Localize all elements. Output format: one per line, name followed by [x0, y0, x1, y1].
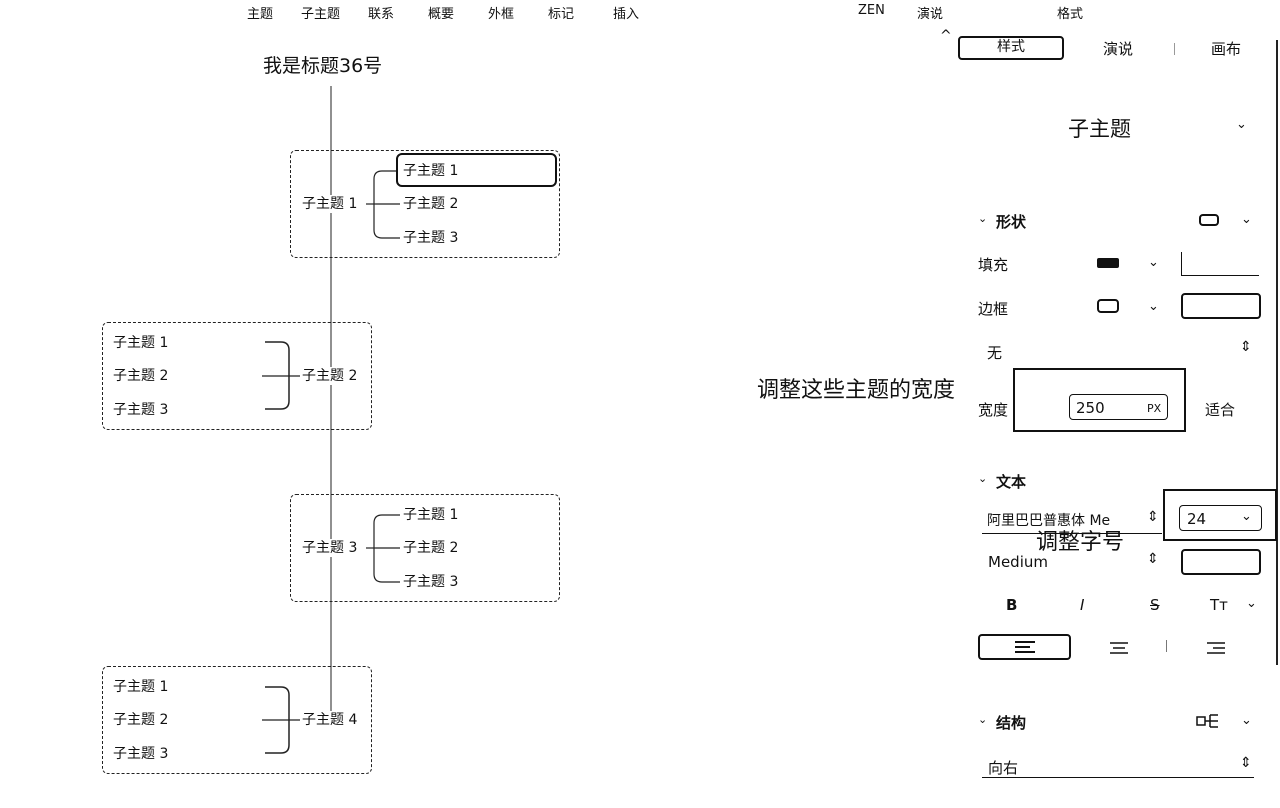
font-family-select[interactable]: 阿里巴巴普惠体 Me	[987, 513, 1111, 529]
structure-direction-underline	[982, 777, 1254, 778]
tab-divider	[1174, 43, 1175, 55]
align-divider	[1166, 640, 1167, 652]
toolbar-subtopic[interactable]: 子主题	[301, 7, 341, 22]
border-dropdown-icon[interactable]: ⌄	[1148, 299, 1159, 314]
font-size-highlight-box	[1163, 489, 1277, 541]
toolbar-marker[interactable]: 标记	[548, 7, 575, 22]
subtopic-1-1[interactable]: 子主题 1	[403, 162, 459, 180]
subtopic-2-3[interactable]: 子主题 3	[113, 401, 169, 419]
toolbar-insert[interactable]: 插入	[613, 7, 640, 22]
tab-style[interactable]: 样式	[958, 36, 1064, 60]
collapse-panel-icon[interactable]: ^	[940, 28, 952, 44]
subtopic-4-1[interactable]: 子主题 1	[113, 678, 169, 696]
border-color-swatch[interactable]	[1181, 293, 1261, 319]
boundary-group-2[interactable]	[102, 322, 372, 430]
border-style-select[interactable]: 无	[987, 344, 1003, 362]
shape-dropdown-icon[interactable]: ⌄	[1241, 212, 1252, 227]
panel-scrollbar[interactable]	[1276, 40, 1278, 665]
text-case-button[interactable]: Tт	[1210, 596, 1228, 614]
align-center-icon[interactable]	[1108, 640, 1130, 656]
shape-collapse-icon[interactable]: ⌄	[978, 212, 988, 225]
fill-color-icon[interactable]	[1097, 258, 1119, 268]
bold-button[interactable]: B	[1006, 596, 1018, 614]
tab-pitch[interactable]: 演说	[1103, 40, 1134, 58]
structure-collapse-icon[interactable]: ⌄	[978, 713, 988, 726]
toolbar-summary[interactable]: 概要	[428, 7, 455, 22]
main-topic-4[interactable]: 子主题 4	[302, 711, 358, 729]
fill-dropdown-icon[interactable]: ⌄	[1148, 255, 1159, 270]
align-left-button[interactable]	[978, 634, 1071, 660]
subtopic-4-2[interactable]: 子主题 2	[113, 711, 169, 729]
align-right-icon[interactable]	[1205, 640, 1227, 656]
font-size-dropdown-icon[interactable]: ⌄	[1241, 509, 1252, 524]
topic-type-label[interactable]: 子主题	[1068, 117, 1131, 141]
subtopic-1-3[interactable]: 子主题 3	[403, 229, 459, 247]
align-left-icon	[1015, 641, 1035, 653]
font-family-stepper-icon[interactable]: ⇕	[1147, 509, 1159, 525]
border-label: 边框	[978, 300, 1009, 318]
width-unit: PX	[1147, 402, 1162, 415]
border-shape-icon[interactable]	[1097, 299, 1119, 313]
main-topic-3[interactable]: 子主题 3	[302, 539, 358, 557]
subtopic-3-3[interactable]: 子主题 3	[403, 573, 459, 591]
boundary-group-3[interactable]	[290, 494, 560, 602]
font-size-value[interactable]: 24	[1187, 510, 1207, 528]
subtopic-1-2[interactable]: 子主题 2	[403, 195, 459, 213]
main-topic-2[interactable]: 子主题 2	[302, 367, 358, 385]
structure-direction-select[interactable]: 向右	[988, 759, 1019, 777]
structure-dropdown-icon[interactable]: ⌄	[1241, 713, 1252, 728]
width-annotation: 调整这些主题的宽度	[757, 378, 956, 403]
font-size-input[interactable]	[1179, 505, 1262, 531]
root-topic[interactable]: 我是标题36号	[263, 54, 383, 78]
toolbar-topic[interactable]: 主题	[247, 7, 274, 22]
subtopic-2-2[interactable]: 子主题 2	[113, 367, 169, 385]
fill-label: 填充	[978, 256, 1009, 274]
border-style-stepper-icon[interactable]: ⇕	[1240, 339, 1252, 355]
text-color-swatch[interactable]	[1181, 549, 1261, 575]
fit-width-button[interactable]: 适合	[1205, 401, 1236, 419]
toolbar-relationship[interactable]: 联系	[368, 7, 395, 22]
selected-topic-frame[interactable]	[396, 153, 557, 187]
structure-preview-icon[interactable]	[1196, 712, 1222, 730]
width-input[interactable]	[1069, 394, 1168, 420]
subtopic-3-1[interactable]: 子主题 1	[403, 506, 459, 524]
toolbar-zen[interactable]: ZEN	[858, 3, 885, 18]
toolbar-boundary[interactable]: 外框	[488, 7, 515, 22]
topic-type-chevron-icon[interactable]: ⌄	[1236, 117, 1247, 132]
width-value[interactable]: 250	[1076, 399, 1105, 417]
font-weight-select[interactable]: Medium	[988, 553, 1048, 571]
toolbar-pitch[interactable]: 演说	[917, 7, 944, 22]
main-topic-1[interactable]: 子主题 1	[302, 195, 358, 213]
fill-color-swatch[interactable]	[1181, 252, 1259, 276]
text-collapse-icon[interactable]: ⌄	[978, 472, 988, 485]
structure-direction-stepper-icon[interactable]: ⇕	[1240, 755, 1252, 771]
subtopic-4-3[interactable]: 子主题 3	[113, 745, 169, 763]
structure-section-title: 结构	[996, 714, 1027, 732]
shape-preview-icon[interactable]	[1199, 214, 1219, 226]
strikethrough-button[interactable]: S	[1150, 596, 1160, 614]
font-weight-stepper-icon[interactable]: ⇕	[1147, 551, 1159, 567]
mindmap-canvas[interactable]: 我是标题36号 子主题 1 子主题 1 子主题 2 子主题 3 子主题 2 子主…	[0, 0, 950, 808]
subtopic-3-2[interactable]: 子主题 2	[403, 539, 459, 557]
font-size-annotation: 调整字号	[1036, 530, 1125, 555]
font-family-underline	[982, 533, 1162, 534]
subtopic-2-1[interactable]: 子主题 1	[113, 334, 169, 352]
text-section-title: 文本	[996, 473, 1027, 491]
shape-section-title: 形状	[996, 213, 1027, 231]
width-highlight-box	[1013, 368, 1186, 432]
width-label: 宽度	[978, 401, 1009, 419]
toolbar-format[interactable]: 格式	[1057, 7, 1084, 22]
connector-lines	[262, 86, 400, 754]
boundary-group-1[interactable]	[290, 150, 560, 258]
text-case-dropdown-icon[interactable]: ⌄	[1246, 596, 1257, 611]
boundary-group-4[interactable]	[102, 666, 372, 774]
italic-button[interactable]: I	[1080, 596, 1085, 614]
tab-canvas[interactable]: 画布	[1211, 40, 1242, 58]
